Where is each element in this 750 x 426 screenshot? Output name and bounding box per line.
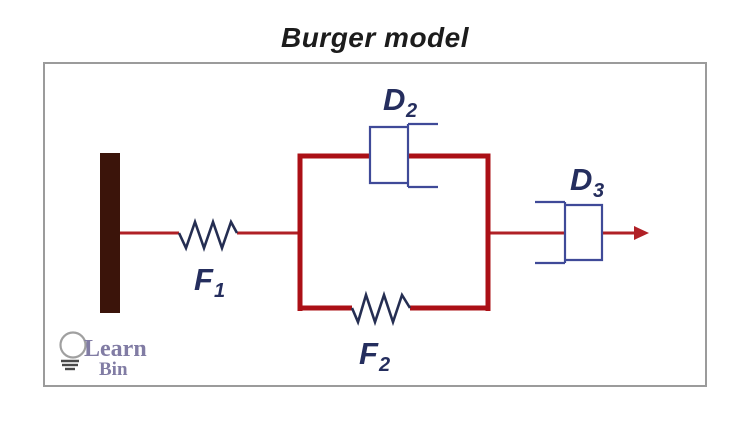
dashpot3-label-subscript: 3	[593, 180, 604, 202]
dashpot2-label-subscript: 2	[405, 100, 417, 122]
lightbulb-icon	[59, 331, 87, 359]
dashpot2-symbol	[368, 122, 438, 189]
logo-text-learn: Learn	[84, 336, 147, 362]
dashpot2-cylinder	[368, 125, 408, 185]
spring1-label-subscript: 1	[214, 280, 225, 302]
dashpot3-label: D	[570, 162, 592, 197]
learnbin-logo: Learn Bin	[59, 331, 147, 380]
spring1-symbol	[177, 218, 239, 252]
spring1-label: F	[194, 262, 214, 297]
spring2-symbol	[350, 290, 412, 327]
logo-text-bin: Bin	[99, 359, 128, 380]
fixed-wall	[100, 153, 120, 313]
force-arrow-icon	[634, 226, 649, 240]
dashpot2-cylinder-fill	[369, 126, 409, 184]
dashpot3-symbol	[535, 200, 604, 265]
dashpot3-cylinder-fill	[565, 204, 603, 261]
spring2-label-subscript: 2	[378, 354, 390, 376]
dashpot3-cylinder	[565, 203, 604, 262]
spring2-label: F	[359, 336, 379, 371]
figure-title: Burger model	[280, 22, 470, 53]
dashpot2-label: D	[383, 82, 405, 117]
